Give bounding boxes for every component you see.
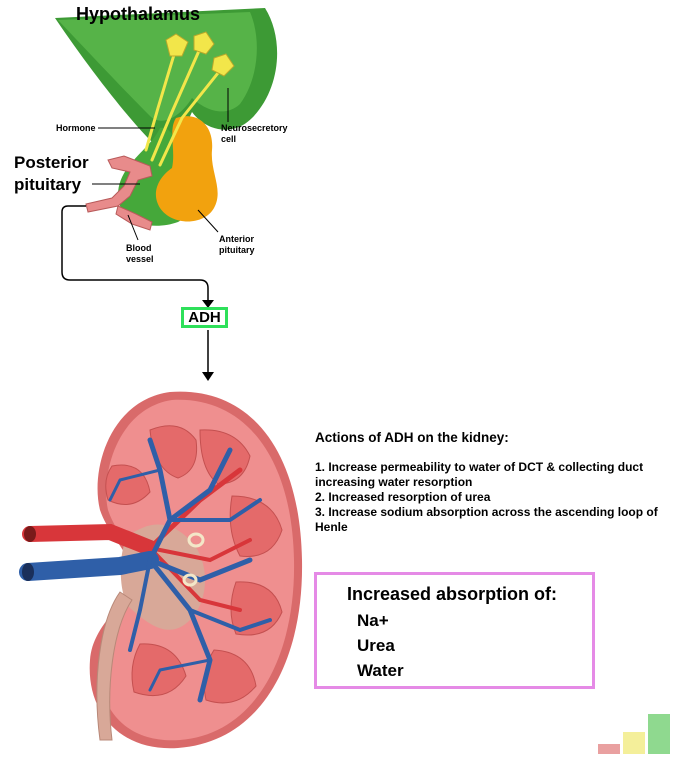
signal-bar-low: [598, 744, 620, 754]
signal-bars-icon: [598, 706, 672, 754]
hypothalamus-label: Hypothalamus: [76, 4, 201, 24]
adh-label: ADH: [188, 309, 221, 326]
actions-title: Actions of ADH on the kidney:: [315, 430, 509, 445]
absorption-heading: Increased absorption of:: [347, 584, 558, 604]
blood-vessel-label: Blood vessel: [126, 243, 154, 264]
adh-actions-panel: Actions of ADH on the kidney: 1. Increas…: [315, 430, 685, 535]
neurosecretory-axons: [144, 42, 224, 167]
vein-opening: [22, 563, 34, 581]
anterior-pituitary-label: Anterior pituitary: [219, 234, 255, 255]
adh-box: ADH: [181, 307, 228, 328]
action-item: 2. Increased resorption of urea: [315, 490, 491, 504]
hormone-flow-arrows: [61, 205, 209, 374]
arrow-head-to-adh: [202, 300, 214, 308]
signal-bar-mid: [623, 732, 645, 754]
blood-vessel: [85, 155, 153, 231]
renal-vein: [19, 437, 272, 703]
artery-opening: [24, 526, 36, 542]
hormone-label: Hormone: [56, 123, 96, 133]
neurosecretory-cell-bodies: [165, 31, 235, 77]
signal-bar-high: [648, 714, 670, 754]
renal-pelvis-rings: [182, 532, 205, 587]
action-item: 1. Increase permeability to water of DCT…: [315, 460, 644, 489]
neurosecretory-cell-label: Neurosecretory cell: [221, 123, 288, 144]
absorption-list: Na+ Urea Water: [357, 608, 404, 683]
posterior-pituitary-label: Posterior pituitary: [14, 153, 89, 194]
arrow-head-to-kidney: [202, 372, 214, 381]
leader-lines: [92, 88, 229, 241]
action-item: 3. Increase sodium absorption across the…: [315, 505, 658, 534]
anterior-pituitary-lobe: [155, 116, 218, 222]
absorption-item: Urea: [357, 636, 395, 655]
absorption-item: Na+: [357, 611, 389, 630]
absorption-item: Water: [357, 661, 404, 680]
absorption-box: Increased absorption of: Na+ Urea Water: [314, 572, 595, 689]
